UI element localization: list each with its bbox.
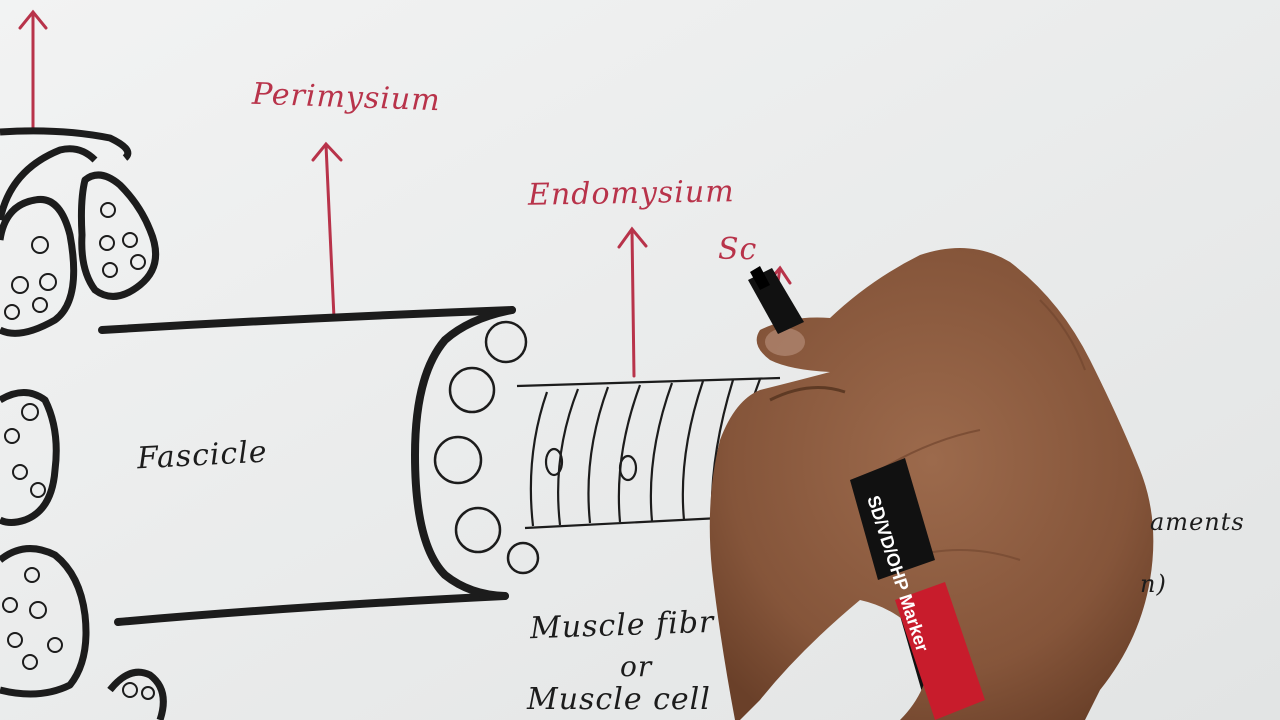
label-filaments-partial: aments	[1150, 508, 1245, 536]
fascicle-cylinder	[98, 306, 516, 626]
arrow-endomysium	[617, 226, 648, 378]
fascicle-end-fibers	[433, 320, 540, 575]
label-sarcolemma-partial: Sc	[718, 232, 758, 267]
hand-with-marker	[709, 247, 1154, 720]
myofibril-dots	[2, 202, 155, 700]
marker-body-mid	[850, 458, 935, 580]
thumbnail	[765, 328, 805, 356]
label-muscle-fibre: Muscle fibr	[529, 604, 715, 647]
label-endomysium: Endomysium	[527, 174, 735, 213]
label-muscle-cell: Muscle cell	[527, 682, 711, 717]
arrow-top-left	[18, 9, 48, 132]
arrow-perimysium	[311, 141, 343, 320]
label-perimysium: Perimysium	[251, 76, 442, 119]
adjacent-fascicles	[0, 127, 167, 720]
marker-red-band	[895, 582, 985, 720]
label-fascicle: Fascicle	[136, 434, 269, 477]
label-paren-partial: n)	[1140, 570, 1167, 598]
hand-palm	[709, 247, 1154, 720]
marker-tip	[750, 266, 770, 290]
muscle-fibre	[516, 376, 781, 530]
label-or: or	[620, 650, 653, 683]
